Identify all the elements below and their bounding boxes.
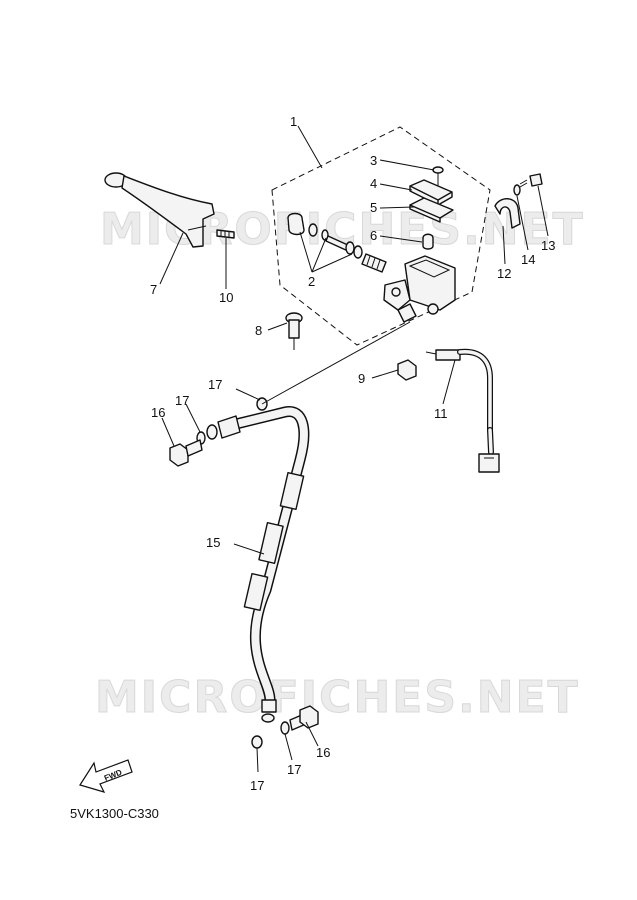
boot [422,233,434,250]
nut [397,359,417,381]
clamp-bolt [519,173,543,188]
callout-6: 6 [370,228,377,243]
callout-3: 3 [370,153,377,168]
callout-2: 2 [308,274,315,289]
watermark-bottom: MICROFICHES.NET [95,672,580,723]
lever-adjust-screw [216,229,235,239]
callout-17-upper-b: 17 [175,393,189,408]
brake-switch [425,348,500,473]
callout-12: 12 [497,266,511,281]
diagram-code: 5VK1300-C330 [70,806,159,821]
callout-4: 4 [370,176,377,191]
callout-17-upper-a: 17 [208,377,222,392]
fwd-arrow: FWD [79,759,133,793]
callout-8: 8 [255,323,262,338]
brake-lever [104,172,215,248]
callout-17-lower-a: 17 [250,778,264,793]
callout-10: 10 [219,290,233,305]
copper-washer-upper-b [206,424,218,440]
callout-16-upper: 16 [151,405,165,420]
cap-screw [432,166,444,186]
copper-washer-lower-b [280,721,290,735]
leader-lines [159,125,549,773]
callout-11: 11 [434,406,448,421]
callout-14: 14 [521,252,535,267]
callout-16-lower: 16 [316,745,330,760]
master-cylinder-assembly-outline [271,126,491,346]
callout-9: 9 [358,371,365,386]
callout-5: 5 [370,200,377,215]
callout-1: 1 [290,114,297,129]
piston-kit [287,212,387,273]
callout-7: 7 [150,282,157,297]
callout-17-lower-b: 17 [287,762,301,777]
callout-13: 13 [541,238,555,253]
diaphragm [409,197,454,223]
pivot-bolt [285,312,303,350]
brake-hose [217,406,310,723]
banjo-bolt-lower [289,705,319,731]
callout-15: 15 [206,535,220,550]
fitting-guide-line [261,321,411,405]
master-cylinder-body [383,255,456,323]
copper-washer-lower-a [251,735,263,749]
clamp [494,198,521,229]
washer [513,184,521,196]
banjo-bolt-upper [169,439,203,467]
